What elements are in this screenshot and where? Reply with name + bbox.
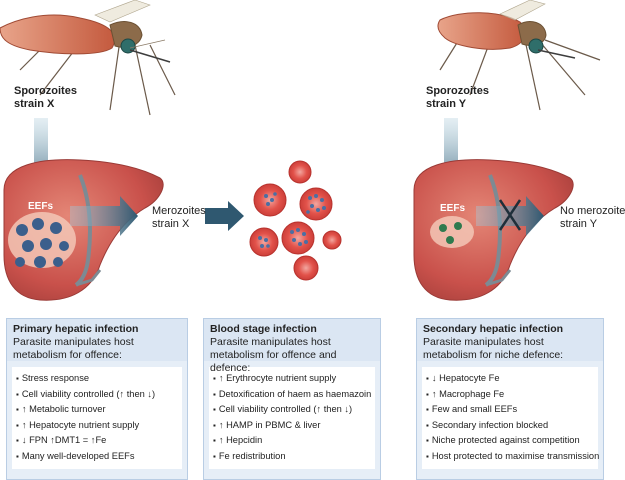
- blocked-x-icon: [498, 199, 522, 231]
- list-item: ▪↓ Hepatocyte Fe: [426, 373, 500, 383]
- panel-secondary-header: Secondary hepatic infection Parasite man…: [417, 319, 603, 361]
- list-item: ▪Secondary infection blocked: [426, 419, 549, 430]
- eef-cluster-right: [430, 216, 474, 248]
- panel-primary-header: Primary hepatic infection Parasite manip…: [7, 319, 187, 361]
- panel-secondary-list: ▪↓ Hepatocyte Fe ▪↑ Macrophage Fe ▪Few a…: [426, 371, 600, 465]
- list-item: ▪Detoxification of haem as haemazoin: [213, 388, 372, 399]
- red-blood-cells: [249, 160, 342, 281]
- panel-primary-list: ▪Stress response ▪Cell viability control…: [16, 371, 178, 465]
- eef-cluster-left: [8, 212, 76, 268]
- list-item: ▪↑ Hepatocyte nutrient supply: [16, 419, 140, 430]
- panel-secondary-title: Secondary hepatic infection: [423, 323, 564, 335]
- panel-blood-stage: Blood stage infection Parasite manipulat…: [203, 318, 381, 480]
- list-item: ▪↑ Hepcidin: [213, 435, 263, 446]
- list-item: ▪Niche protected against competition: [426, 435, 580, 446]
- merozoite-dots: [258, 192, 326, 248]
- panel-secondary-hepatic: Secondary hepatic infection Parasite man…: [416, 318, 604, 480]
- mosquito-right-icon: [437, 0, 601, 111]
- panel-blood-list: ▪↑ Erythrocyte nutrient supply ▪Detoxifi…: [213, 371, 371, 465]
- arrow-right-left: [70, 196, 138, 236]
- list-item: ▪↑ Macrophage Fe: [426, 388, 505, 399]
- list-item: ▪↓ FPN ↑DMT1 = ↑Fe: [16, 435, 107, 446]
- panel-blood-header: Blood stage infection Parasite manipulat…: [204, 319, 380, 374]
- list-item: ▪↑ HAMP in PBMC & liver: [213, 419, 321, 430]
- eefs-right-label: EEFs: [440, 203, 466, 214]
- list-item: ▪Many well-developed EEFs: [16, 450, 135, 461]
- list-item: ▪Stress response: [16, 373, 90, 383]
- liver-right-icon: [413, 159, 574, 301]
- list-item: ▪Host protected to maximise transmission: [426, 450, 600, 461]
- panel-primary-title: Primary hepatic infection: [13, 323, 139, 335]
- mosquito-left-icon: [0, 0, 176, 116]
- arrow-right-middle: [205, 201, 244, 231]
- panel-secondary-subtitle: Parasite manipulates host metabolism for…: [423, 336, 564, 361]
- panel-blood-title: Blood stage infection: [210, 323, 317, 335]
- panel-primary-hepatic: Primary hepatic infection Parasite manip…: [6, 318, 188, 480]
- sporozoites-x-label: Sporozoites strain X: [14, 85, 77, 110]
- list-item: ▪Few and small EEFs: [426, 404, 518, 415]
- eefs-left-label: EEFs: [28, 201, 54, 212]
- panel-primary-subtitle: Parasite manipulates host metabolism for…: [13, 336, 134, 361]
- list-item: ▪↑ Erythrocyte nutrient supply: [213, 373, 337, 383]
- list-item: ▪Fe redistribution: [213, 450, 286, 461]
- list-item: ▪↑ Metabolic turnover: [16, 404, 106, 415]
- sporozoites-y-label: Sporozoites strain Y: [426, 85, 489, 110]
- panel-blood-subtitle: Parasite manipulates host metabolism for…: [210, 336, 337, 374]
- list-item: ▪Cell viability controlled (↑ then ↓): [16, 388, 156, 399]
- merozoites-x-label: Merozoites strain X: [152, 205, 206, 230]
- list-item: ▪Cell viability controlled (↑ then ↓): [213, 404, 353, 415]
